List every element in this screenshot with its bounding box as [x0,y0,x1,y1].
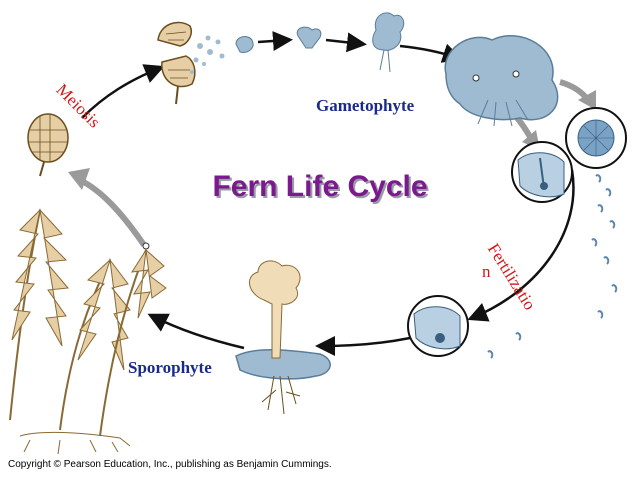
cycle-arrow-fertilization [467,169,575,322]
cycle-arrow-meiosis [81,64,165,119]
spores-icon [190,35,225,74]
cycle-arrow-spores [257,31,293,51]
young-sporophyte-icon [235,260,331,415]
antheridium-detail [565,107,627,169]
developing-gametophyte-icon [372,12,405,73]
cycle-arrow-germination [325,32,367,53]
zygote-detail [407,295,469,357]
open-sporangium-icon [157,21,196,105]
diagram-title: Fern Life Cycle [212,170,428,203]
sporophyte-label: Sporophyte [128,358,212,377]
cycle-arrow-zygote [315,335,411,356]
copyright-notice: Copyright © Pearson Education, Inc., pub… [8,459,332,470]
mature-gametophyte-icon [444,35,559,127]
fertilization-label-wrap: n [482,262,491,281]
mature-sporophyte-icon [9,208,167,455]
archegonium-detail [511,141,573,203]
gray-arrow-to-meiosis [78,177,147,247]
sperm-icon [487,174,618,359]
germinating-spore-icon [235,36,254,53]
sporangium-icon [27,113,69,177]
cycle-arrow-sporophyte [147,313,245,350]
leaf-origin-dot [142,242,150,250]
gametophyte-label: Gametophyte [316,96,415,115]
young-gametophyte-icon [296,26,322,49]
